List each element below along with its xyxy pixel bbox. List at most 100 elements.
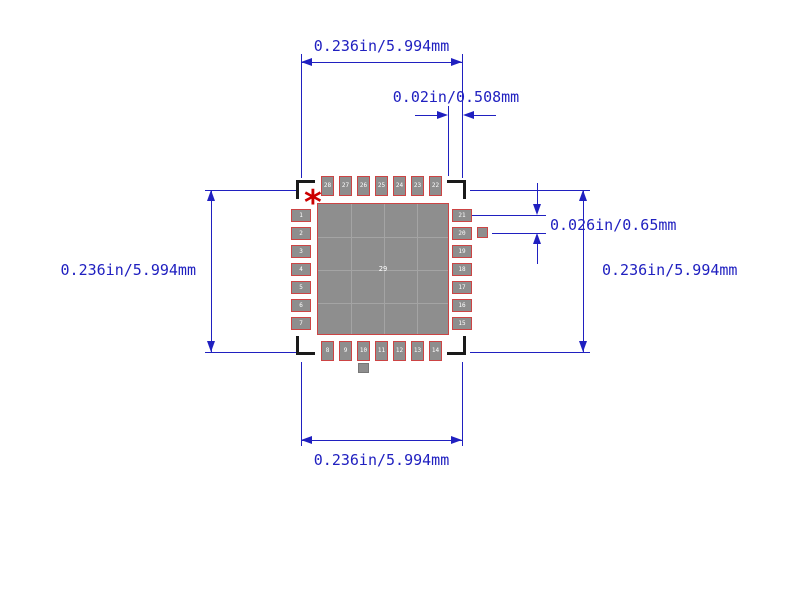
pin-number: 7 <box>299 319 303 327</box>
pin-number: 25 <box>377 182 386 189</box>
pad-grid-line <box>384 204 385 334</box>
pin-number: 15 <box>458 319 466 327</box>
pin-number: 19 <box>458 247 466 255</box>
pad-grid-line <box>318 237 448 238</box>
dim-pitch-tail-bottom <box>537 244 538 264</box>
pin-number: 11 <box>377 347 386 354</box>
pitch-reference-pad <box>477 227 488 238</box>
dim-bottom-ext-left <box>301 362 302 446</box>
pad: 1 <box>291 209 311 222</box>
pin-number: 18 <box>458 265 466 273</box>
pin-number: 27 <box>341 182 350 189</box>
pad-grid-line <box>417 204 418 334</box>
pin-number: 16 <box>458 301 466 309</box>
pad: 14 <box>429 341 442 361</box>
pad: 25 <box>375 176 388 196</box>
pin-number: 23 <box>413 182 422 189</box>
dim-pitch-ext-bottom <box>492 233 546 234</box>
pin-number: 10 <box>359 347 368 354</box>
pad: 16 <box>452 299 472 312</box>
dim-right-arrow-top <box>579 190 587 201</box>
pin-number: 20 <box>458 229 466 237</box>
pin-number: 28 <box>323 182 332 189</box>
pad: 9 <box>339 341 352 361</box>
dim-right-label: 0.236in/5.994mm <box>602 261 738 279</box>
pin-number: 5 <box>299 283 303 291</box>
dim-pinwidth-arrow-right <box>463 111 474 119</box>
dim-pitch-tail-top <box>537 183 538 204</box>
dim-top-arrow-left <box>301 58 312 66</box>
pin-number: 26 <box>359 182 368 189</box>
pad: 17 <box>452 281 472 294</box>
pad: 4 <box>291 263 311 276</box>
pad: 20 <box>452 227 472 240</box>
dim-left-arrow-top <box>207 190 215 201</box>
corner-bracket-top-right-h <box>447 180 466 183</box>
dim-right-line <box>583 190 584 352</box>
dim-right-ext-top <box>470 190 590 191</box>
dim-bottom-label: 0.236in/5.994mm <box>313 451 450 469</box>
dim-left-label: 0.236in/5.994mm <box>60 261 196 279</box>
pad: 7 <box>291 317 311 330</box>
dim-top-line <box>301 62 462 63</box>
pad-grid-line <box>351 204 352 334</box>
dim-pinwidth-ext-left <box>448 106 449 176</box>
pad: 3 <box>291 245 311 258</box>
dim-pitch-arrow-top <box>533 204 541 215</box>
orientation-square <box>358 363 369 373</box>
pin-number: 17 <box>458 283 466 291</box>
pad: 28 <box>321 176 334 196</box>
pin-number: 24 <box>395 182 404 189</box>
corner-bracket-top-right-v <box>463 180 466 199</box>
pad: 19 <box>452 245 472 258</box>
pad: 10 <box>357 341 370 361</box>
pad: 8 <box>321 341 334 361</box>
dim-pinwidth-label: 0.02in/0.508mm <box>392 88 520 106</box>
pad: 15 <box>452 317 472 330</box>
dim-pinwidth-tail-left <box>415 115 437 116</box>
pad: 22 <box>429 176 442 196</box>
pin-number: 14 <box>431 347 440 354</box>
pad: 21 <box>452 209 472 222</box>
pad: 27 <box>339 176 352 196</box>
corner-bracket-bottom-right-h <box>447 352 466 355</box>
dim-bottom-arrow-right <box>451 436 462 444</box>
pad: 6 <box>291 299 311 312</box>
pin-number: 12 <box>395 347 404 354</box>
pin-number: 8 <box>325 347 330 354</box>
pin-number: 6 <box>299 301 303 309</box>
pin-number: 9 <box>343 347 348 354</box>
dim-top-label: 0.236in/5.994mm <box>313 37 450 55</box>
pin-number: 1 <box>299 211 303 219</box>
pin-number: 4 <box>299 265 303 273</box>
corner-bracket-bottom-left-h <box>296 352 315 355</box>
pad: 23 <box>411 176 424 196</box>
dim-top-ext-left <box>301 54 302 178</box>
dim-pitch-ext-top <box>472 215 546 216</box>
dim-bottom-ext-right <box>462 362 463 446</box>
pad-grid-line <box>318 270 448 271</box>
pin-number: 21 <box>458 211 466 219</box>
pad-grid-line <box>318 303 448 304</box>
corner-bracket-top-left-h <box>296 180 315 183</box>
pad: 12 <box>393 341 406 361</box>
pin-number: 13 <box>413 347 422 354</box>
pad: 24 <box>393 176 406 196</box>
exposed-thermal-pad: 29 <box>317 203 449 335</box>
pin-number: 22 <box>431 182 440 189</box>
pad: 18 <box>452 263 472 276</box>
dim-bottom-line <box>301 440 462 441</box>
dim-right-arrow-bottom <box>579 341 587 352</box>
dim-pinwidth-tail-right <box>474 115 496 116</box>
dim-top-ext-right <box>462 54 463 178</box>
corner-bracket-bottom-left-v <box>296 336 299 355</box>
dim-bottom-arrow-left <box>301 436 312 444</box>
dim-pitch-arrow-bottom <box>533 233 541 244</box>
dim-left-ext-top <box>205 190 296 191</box>
dim-right-ext-bottom <box>470 352 590 353</box>
pad: 2 <box>291 227 311 240</box>
center-pad-number: 29 <box>378 264 388 273</box>
dim-top-arrow-right <box>451 58 462 66</box>
pad: 11 <box>375 341 388 361</box>
dim-left-line <box>211 190 212 352</box>
